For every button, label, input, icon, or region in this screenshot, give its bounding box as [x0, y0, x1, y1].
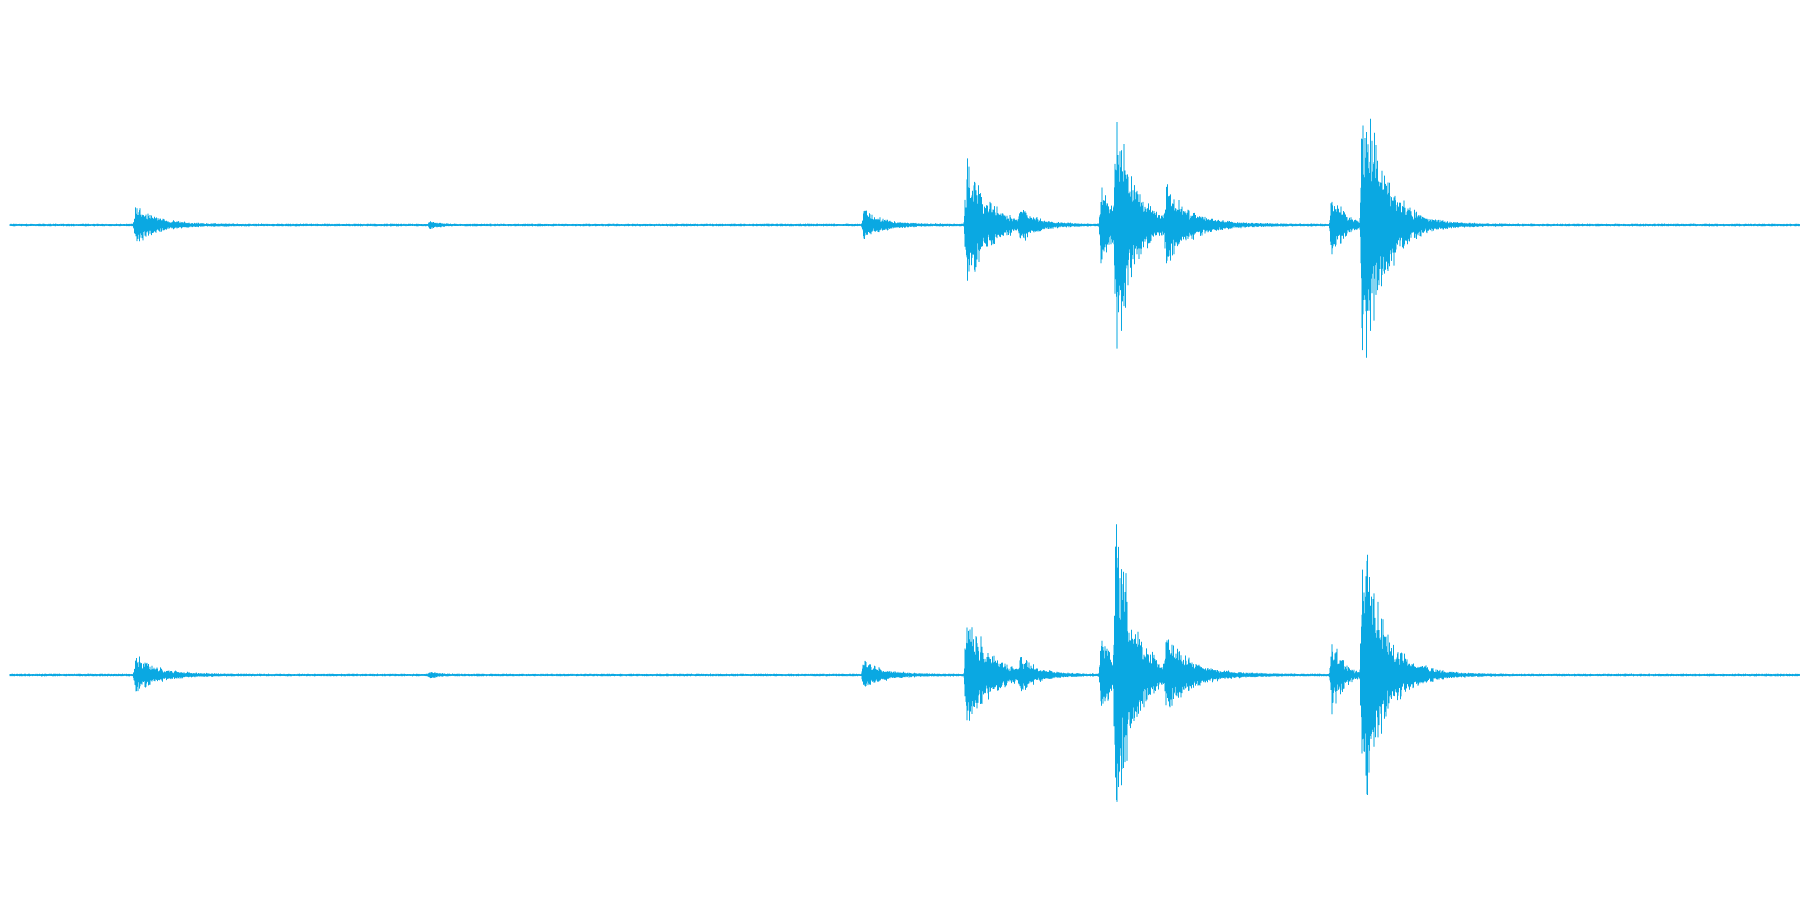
channel-1-track: [9, 118, 1800, 358]
channel-1-waveform: [9, 118, 1800, 358]
channel-2-track: [0, 450, 1800, 900]
channel-2-waveform: [9, 524, 1800, 802]
channel-1-waveform-path: [9, 118, 1800, 358]
channel-2-waveform-path: [9, 524, 1800, 802]
